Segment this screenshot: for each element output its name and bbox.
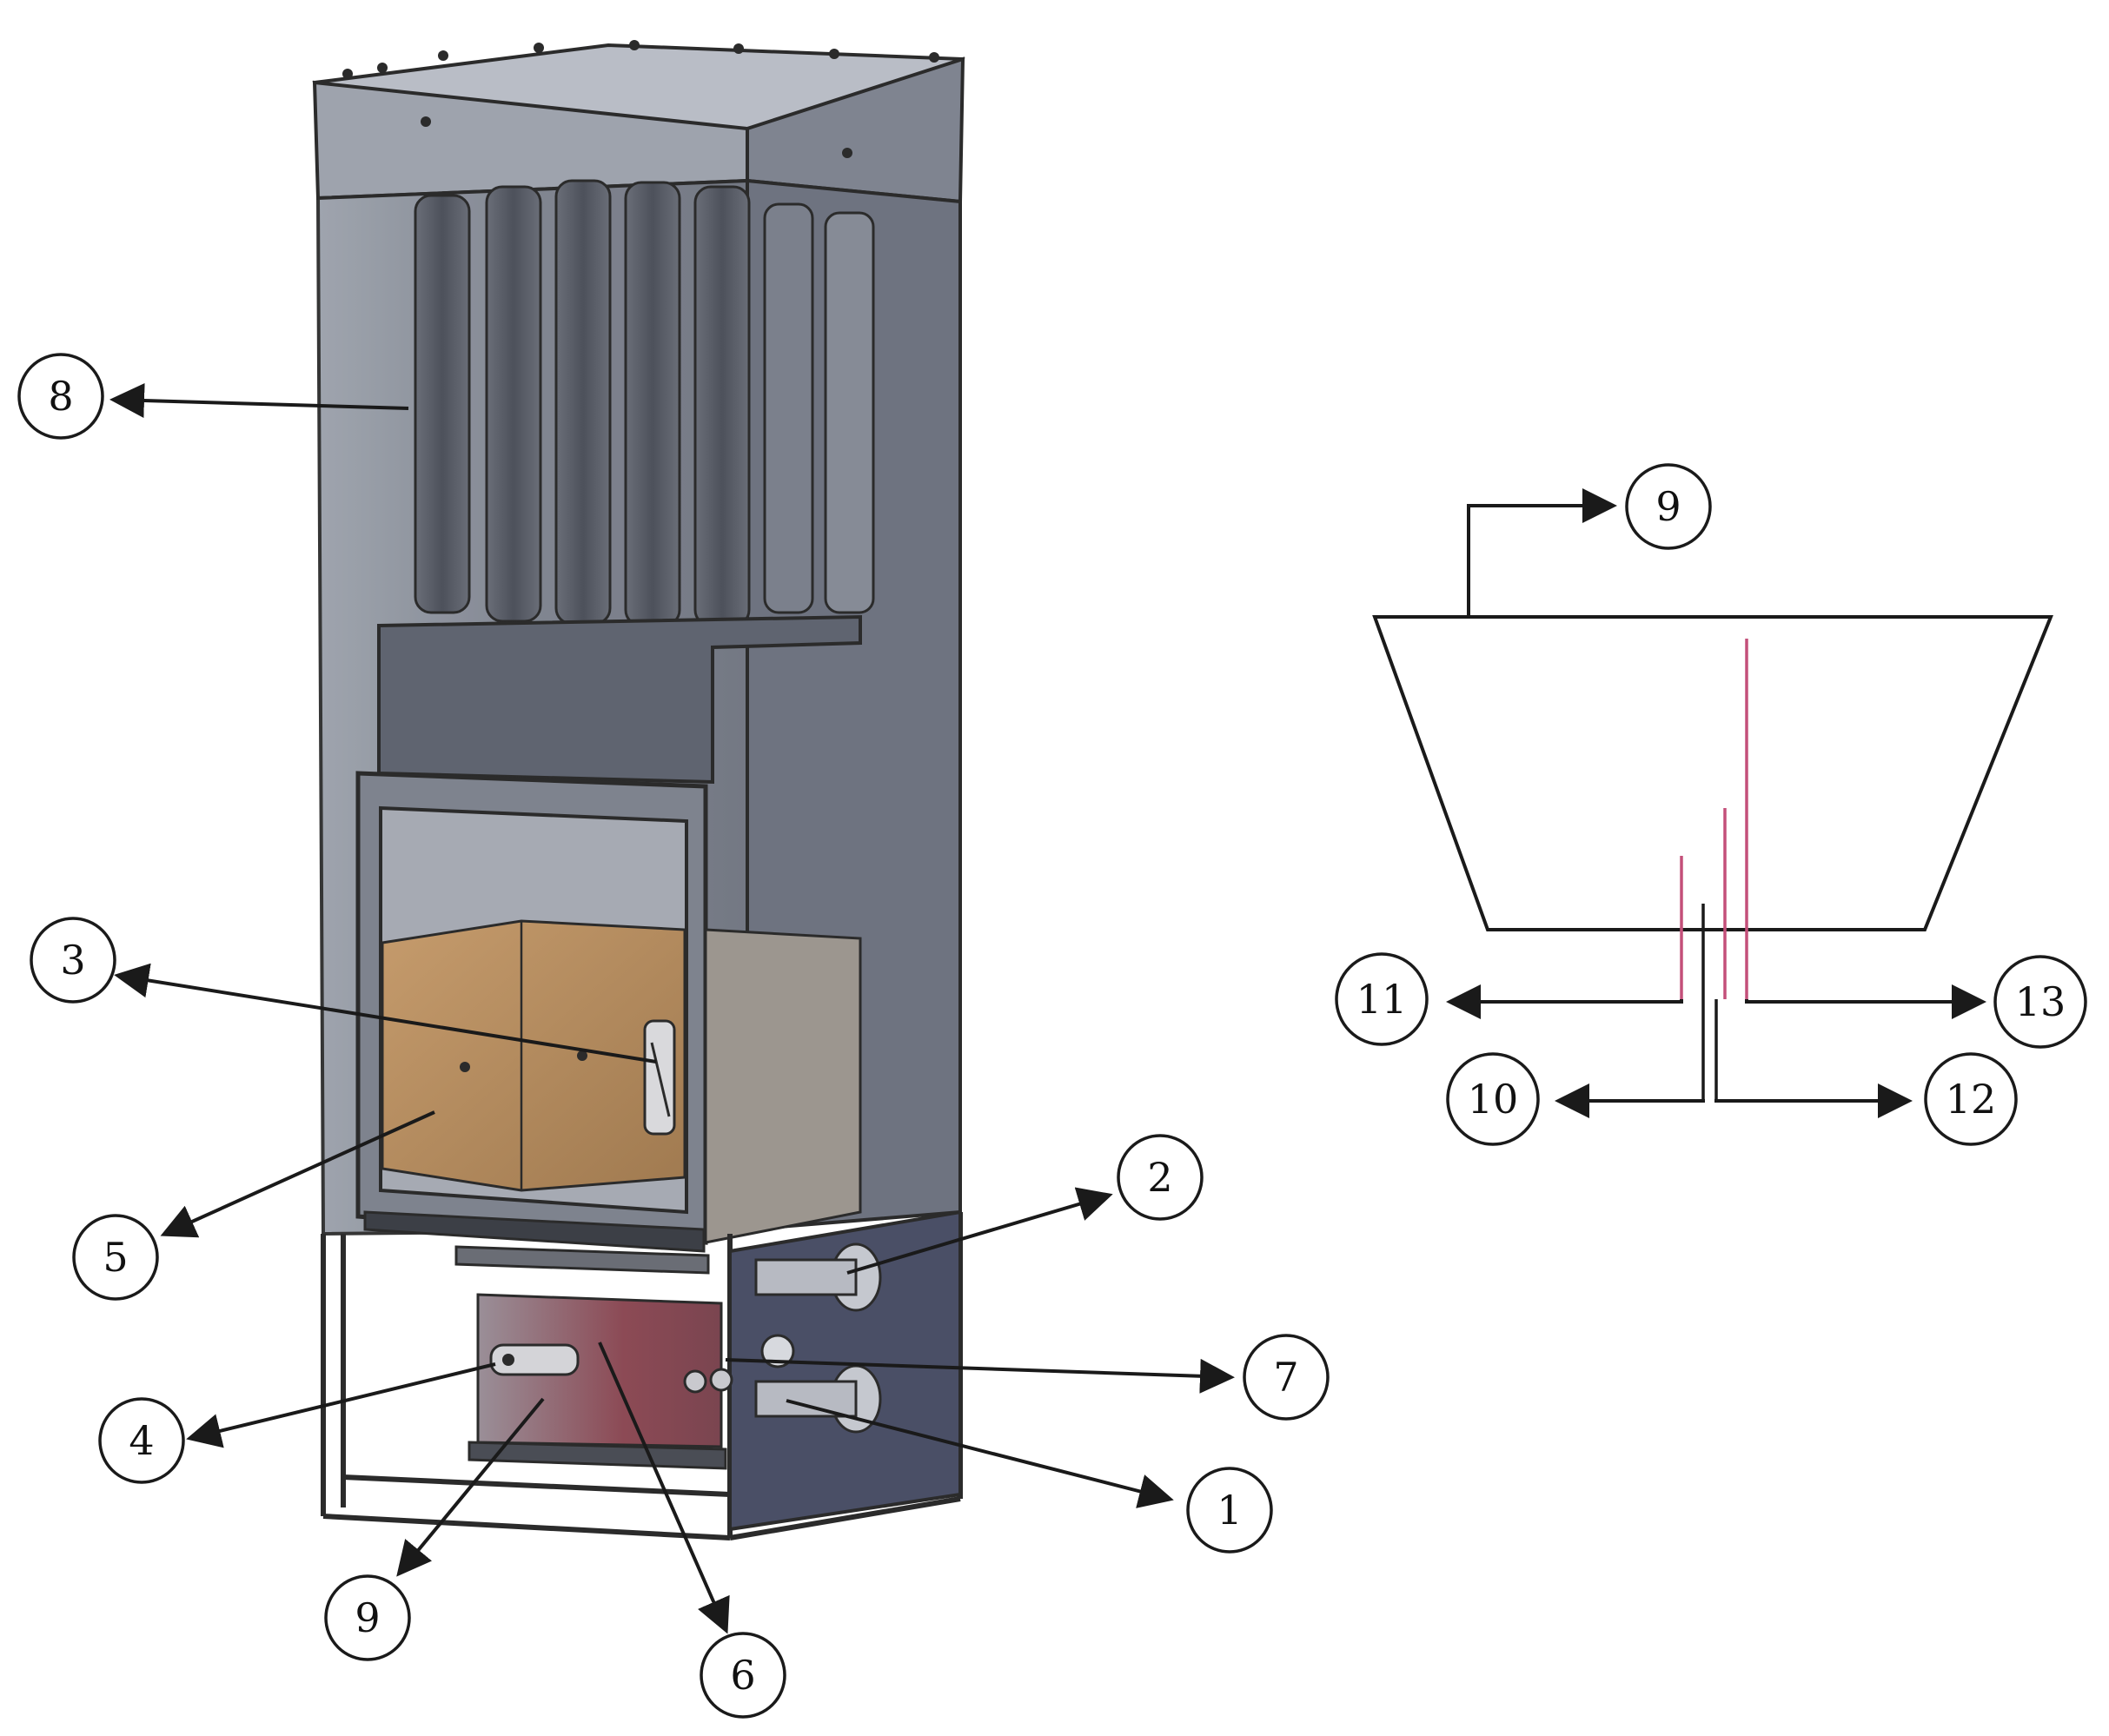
leader-12 <box>1714 1083 1913 1118</box>
firebox-grate <box>363 1210 706 1253</box>
leader-13 <box>1745 984 1986 1019</box>
hopper-schematic: 9 11 13 10 12 <box>1335 463 2087 1146</box>
callout-6-circle <box>700 1632 786 1719</box>
leader-6 <box>598 1342 730 1634</box>
callout-3-label: 3 <box>60 937 85 984</box>
leader-8 <box>109 383 409 418</box>
hopper-trapezoid <box>1372 615 2053 931</box>
leader-11 <box>1446 984 1683 1019</box>
leader-10 <box>1555 1083 1705 1118</box>
top-bolts <box>342 40 939 158</box>
burner-assembly <box>454 1245 733 1470</box>
callout-1-label: 1 <box>1217 1487 1242 1534</box>
leader-9-stove <box>396 1397 545 1577</box>
callout-8-circle <box>17 353 104 440</box>
callout-4-label: 4 <box>129 1417 154 1464</box>
leader-1 <box>786 1399 1174 1508</box>
callout-4-circle <box>98 1397 185 1484</box>
leader-4 <box>186 1362 496 1448</box>
callout-9-stove-circle <box>324 1574 411 1661</box>
callout-5-circle <box>72 1214 159 1301</box>
callout-9-schematic-label: 9 <box>1655 483 1681 530</box>
callout-7-circle <box>1243 1334 1330 1421</box>
callout-10-label: 10 <box>1468 1076 1519 1123</box>
stove-callouts: 8 3 5 2 7 1 4 9 6 <box>17 353 1330 1719</box>
callout-2-circle <box>1117 1134 1204 1221</box>
leader-2 <box>846 1187 1113 1275</box>
callout-10-circle <box>1446 1052 1540 1146</box>
callout-7-label: 7 <box>1273 1354 1298 1401</box>
heat-exchanger-fins <box>414 179 875 627</box>
probe-lines <box>1680 639 1748 999</box>
callout-6-label: 6 <box>730 1652 755 1699</box>
leader-7 <box>725 1358 1235 1394</box>
probe-center-lines <box>1701 904 1718 1099</box>
leader-5 <box>160 1110 435 1238</box>
stove-illustration <box>312 40 965 1541</box>
callout-3-circle <box>30 917 116 1004</box>
combustion-chamber <box>381 919 686 1192</box>
callout-11-label: 11 <box>1356 976 1408 1023</box>
callout-8-label: 8 <box>48 373 73 420</box>
callout-13-circle <box>1993 955 2087 1049</box>
callout-5-label: 5 <box>103 1234 128 1281</box>
leader-3 <box>114 963 657 1063</box>
callout-2-label: 2 <box>1147 1154 1172 1201</box>
callout-9-stove-label: 9 <box>355 1594 380 1641</box>
callout-12-label: 12 <box>1946 1076 1997 1123</box>
callout-13-label: 13 <box>2015 978 2066 1025</box>
callout-9-schematic-circle <box>1625 463 1712 550</box>
callout-1-circle <box>1186 1467 1273 1554</box>
callout-12-circle <box>1924 1052 2018 1146</box>
callout-11-circle <box>1335 952 1429 1046</box>
water-pipes <box>754 1242 882 1434</box>
firebox-side-wall <box>704 928 862 1244</box>
leader-9-schematic <box>1467 488 1617 619</box>
